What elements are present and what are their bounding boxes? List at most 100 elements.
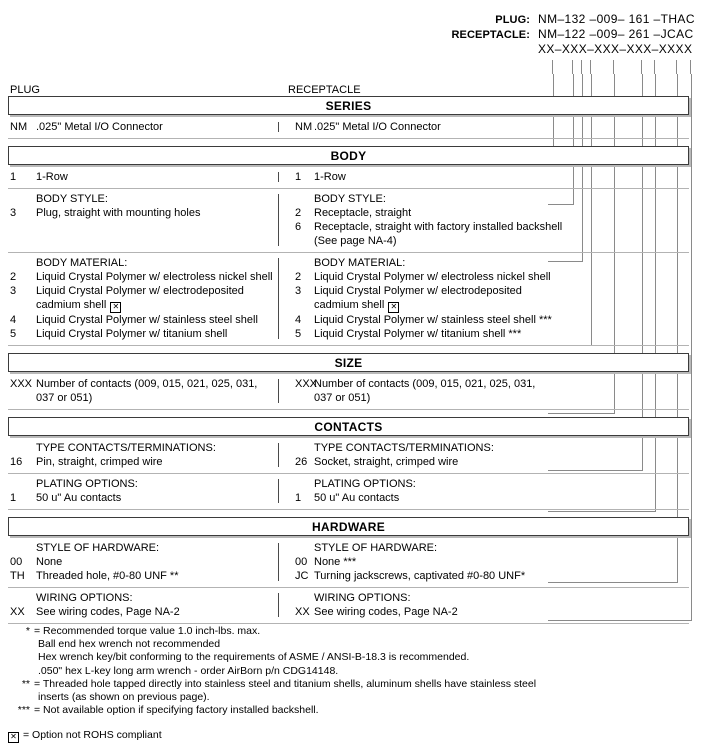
option-group-title: BODY MATERIAL: [36,257,128,269]
column-divider [278,543,279,581]
part-number-value-plug: NM–132 –009– 161 –THAC [538,12,695,26]
rohs-legend: ✕= Option not ROHS compliant [8,729,162,743]
option-row: NM.025" Metal I/O Connector [288,120,689,134]
column-caption-receptacle: RECEPTACLE [288,84,361,96]
option-group-title: BODY STYLE: [314,193,386,205]
part-number-label-plug: PLUG: [495,14,530,26]
option-text: Liquid Crystal Polymer w/ electrodeposit… [36,285,244,297]
option-text: Turning jackscrews, captivated #0-80 UNF… [314,570,526,582]
option-text: Liquid Crystal Polymer w/ stainless stee… [314,314,552,326]
option-code: 2 [295,207,302,219]
column-divider [278,122,279,132]
leader-bracket-contacts-type [548,74,643,471]
option-text: Number of contacts (009, 015, 021, 025, … [36,378,258,390]
leader-tick-body-material [590,60,591,74]
option-text: Liquid Crystal Polymer w/ electrodeposit… [314,285,522,297]
option-text: Receptacle, straight [314,207,412,219]
option-group-title: TYPE CONTACTS/TERMINATIONS: [36,442,216,454]
column-divider [278,593,279,617]
option-code: 3 [295,285,302,297]
option-code: 1 [295,492,302,504]
footnote: ***= Not available option if specifying … [8,704,608,717]
footnote: *= Recommended torque value 1.0 inch-lbs… [8,625,608,638]
section-header-body: BODY [8,146,689,165]
option-continuation: cadmium shell✕ [314,298,689,313]
option-code: 1 [10,171,17,183]
leader-bracket-size [548,74,615,414]
footnote-text: = Not available option if specifying fac… [34,704,319,717]
option-column-right: NM.025" Metal I/O Connector [279,120,689,134]
part-number-row-plug: PLUG: NM–132 –009– 161 –THAC [430,12,696,27]
leader-bracket-hardware [548,74,678,583]
option-text: 1-Row [314,171,346,183]
option-group-title: PLATING OPTIONS: [314,478,416,490]
leader-tick-plating [654,60,655,74]
section-header-series: SERIES [8,96,689,115]
option-code: 1 [10,492,17,504]
option-code: XXX [10,378,33,390]
leader-tick-body-style [581,60,582,74]
option-code: NM [10,121,28,133]
column-divider [278,194,279,246]
part-number-row-receptacle: RECEPTACLE: NM–122 –009– 261 –JCAC [430,27,696,42]
rohs-icon: ✕ [388,302,400,313]
section-separator [8,509,689,510]
option-code: 26 [295,456,308,468]
option-row: 4 Liquid Crystal Polymer w/ stainless ste… [288,313,689,327]
option-group-title: TYPE CONTACTS/TERMINATIONS: [314,442,494,454]
column-caption-plug: PLUG [10,84,40,96]
option-code: 6 [295,221,302,233]
row-separator [8,587,689,588]
part-number-row-template: XX–XXX–XXX–XXX–XXXX [430,42,696,57]
option-code: 3 [10,285,17,297]
leader-tick-size [613,60,614,74]
leader-tick-wiring [690,60,691,74]
option-row: 3 Liquid Crystal Polymer w/ electrodeposi… [10,284,279,298]
row-separator [8,188,689,189]
footnote-marker: * [25,625,30,637]
option-code: NM [295,121,313,133]
footnote-subline: Hex wrench key/bit conforming to the req… [38,651,470,664]
option-continuation: 037 or 051) [314,392,371,404]
option-continuation: 037 or 051) [36,392,93,404]
option-text: See wiring codes, Page NA-2 [36,606,180,618]
option-code: XXX [295,378,318,390]
option-code: XX [10,606,25,618]
section-header-hardware: HARDWARE [8,517,689,536]
option-text: Liquid Crystal Polymer w/ titanium shell [36,328,228,340]
part-number-label-receptacle: RECEPTACLE: [451,29,530,41]
option-code: JC [295,570,309,582]
option-row: XX See wiring codes, Page NA-2 [10,605,279,619]
leader-tick-series [552,60,553,74]
part-number-block: PLUG: NM–132 –009– 161 –THAC RECEPTACLE:… [430,12,696,57]
option-group-title: PLATING OPTIONS: [36,478,138,490]
option-code: 3 [10,207,17,219]
option-code: 4 [295,314,302,326]
option-text: 50 u" Au contacts [36,492,122,504]
option-code: 00 [10,556,23,568]
column-divider [278,443,279,467]
leader-bracket-plating [548,74,656,512]
